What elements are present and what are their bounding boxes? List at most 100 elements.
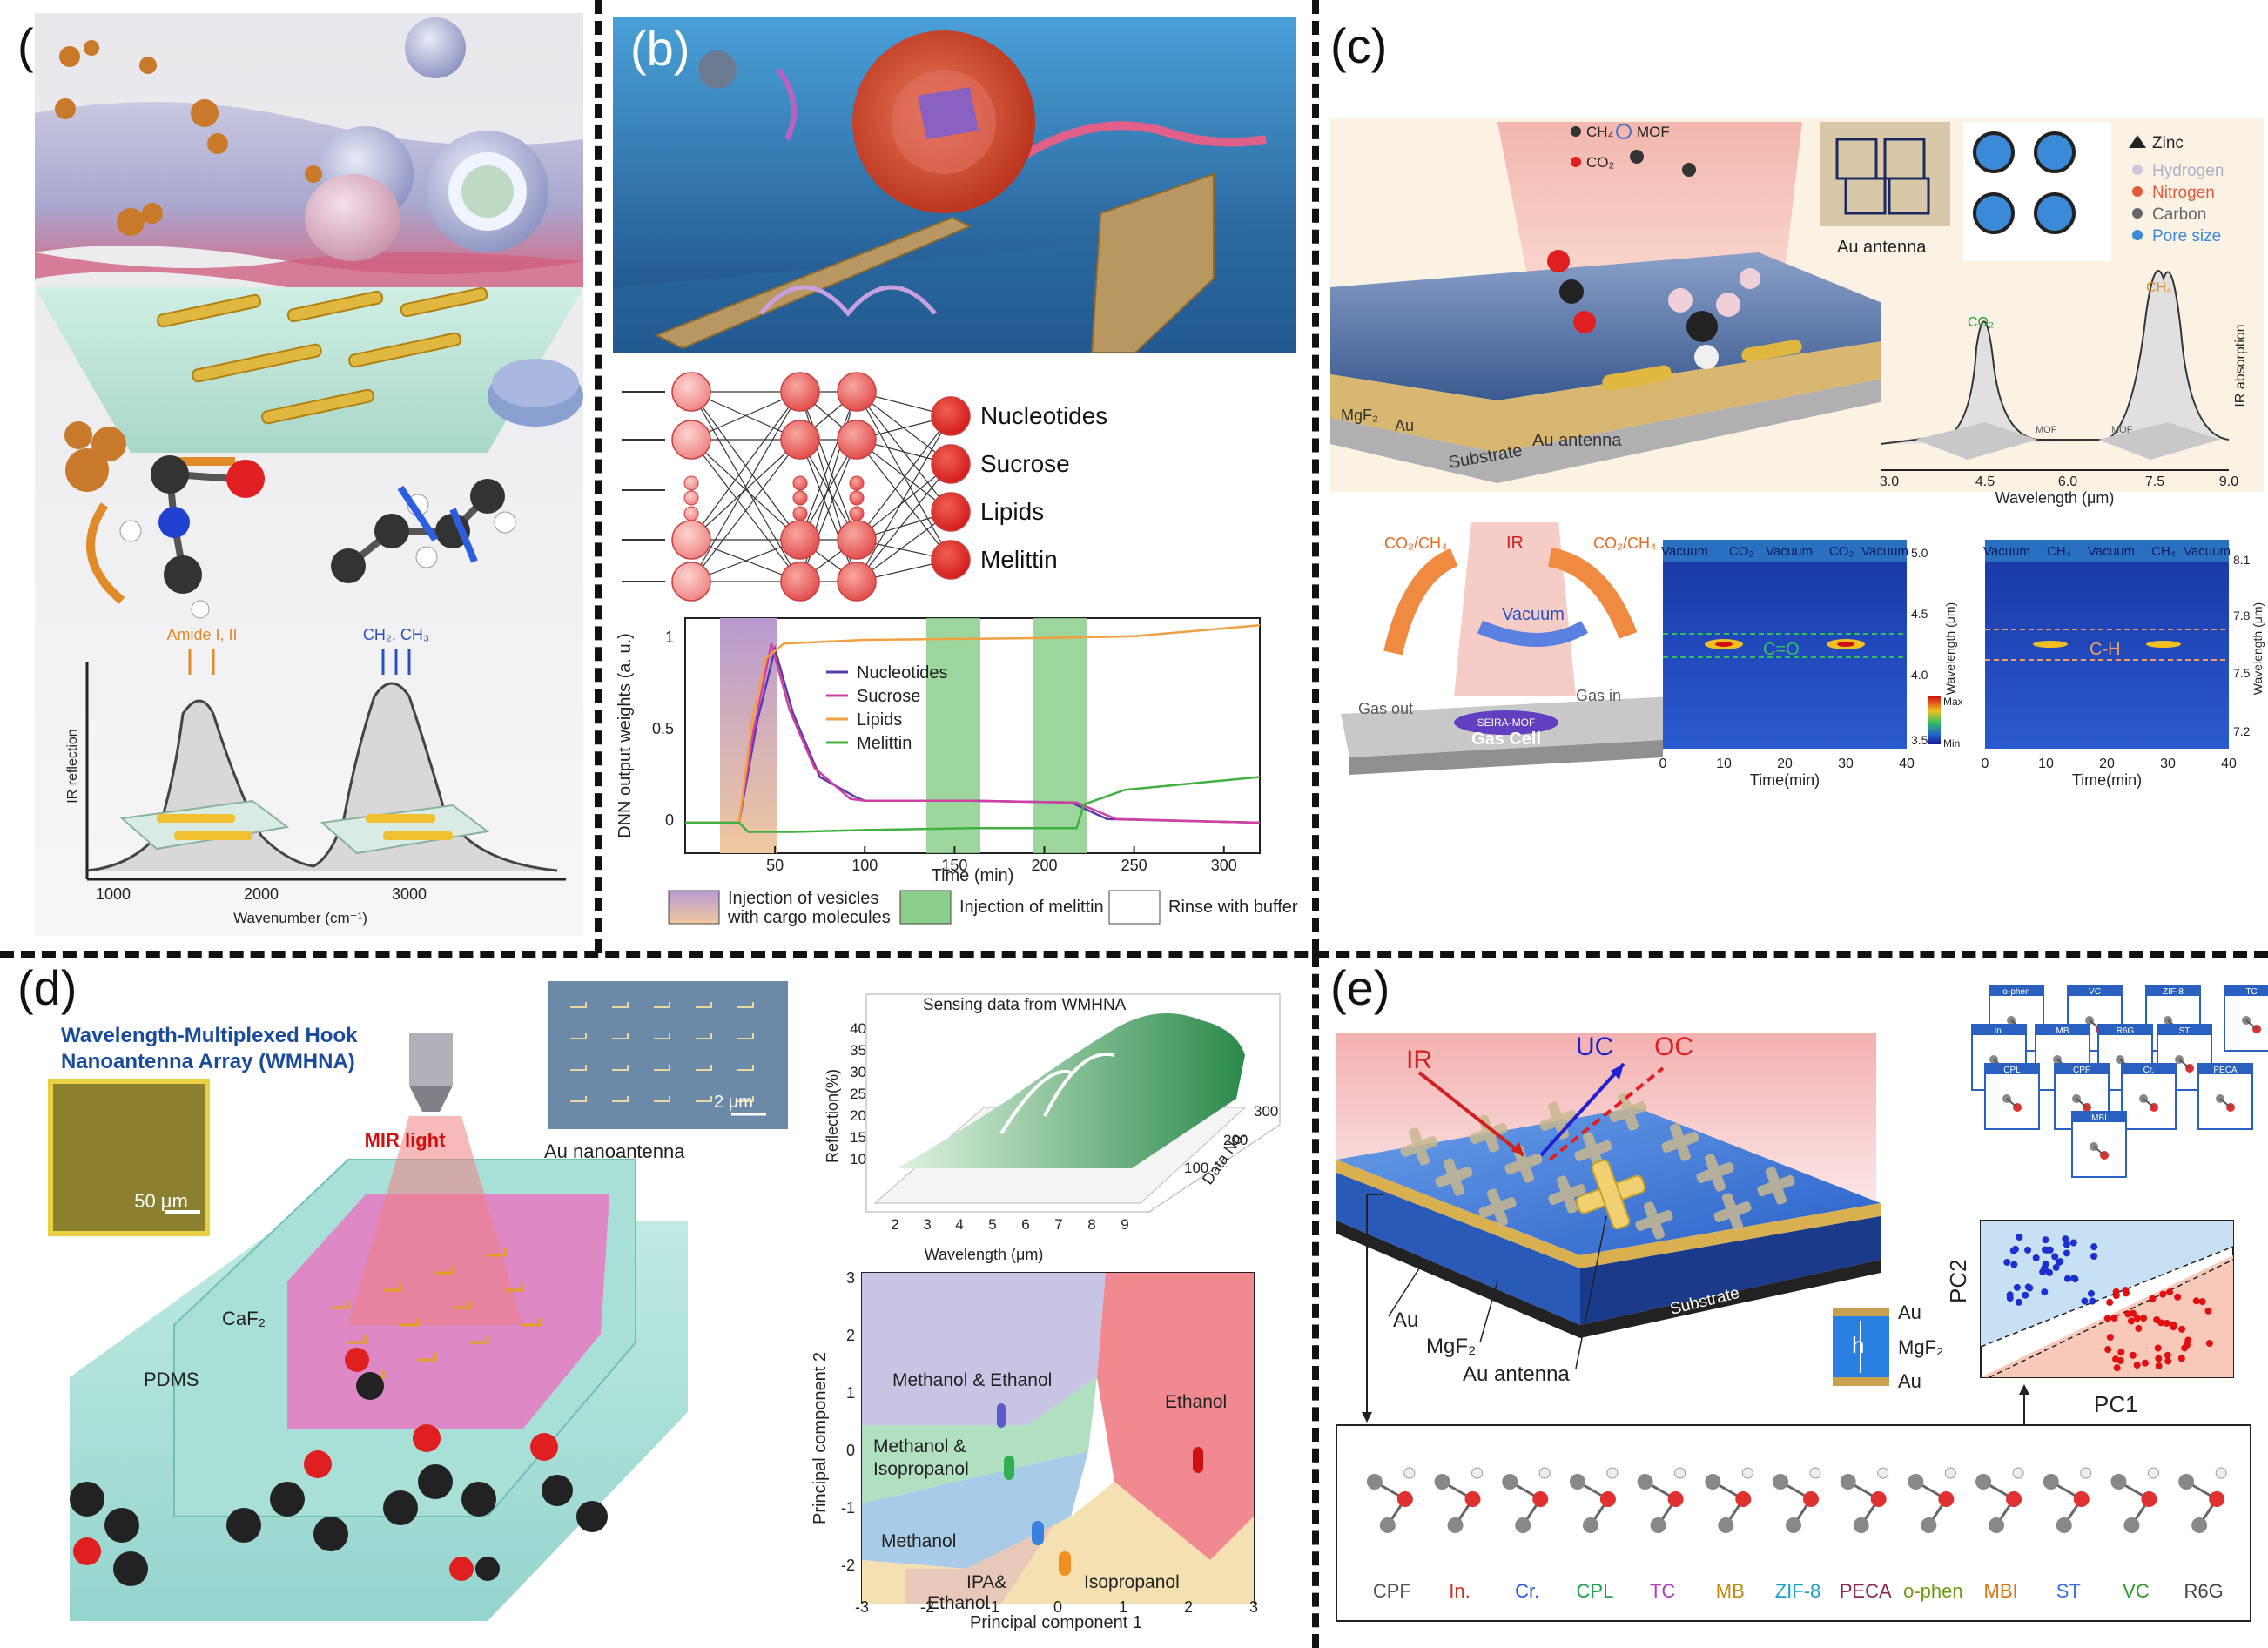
- cross-antenna: [1635, 1201, 1673, 1240]
- molecule-name: VC: [2123, 1580, 2150, 1602]
- pca-ytick: 0: [846, 1442, 855, 1459]
- panel-e: (e) IR UC OC Au M: [1323, 959, 2268, 1648]
- surf-xtick: 9: [1121, 1216, 1128, 1233]
- map2-ytick: 7.5: [2233, 666, 2251, 680]
- molecule-card: Cr.: [2121, 1063, 2177, 1130]
- cross-antenna: [1574, 1132, 1612, 1170]
- map2-xtick: 0: [1982, 757, 1989, 771]
- molecule-card: MBI: [2071, 1111, 2127, 1178]
- cross-antennas: [1400, 1093, 1795, 1240]
- nn-output-melittin: Melittin: [980, 546, 1058, 573]
- molecule-name: MB: [1716, 1580, 1745, 1602]
- library-molecule: ZIF-8: [1773, 1467, 1821, 1602]
- ytick-1: 1: [665, 629, 674, 646]
- legend-injection-vesicles-1: Injection of vesicles: [728, 889, 878, 908]
- surf-xtick: 7: [1054, 1216, 1062, 1233]
- map2-top-label: Vacuum: [2184, 544, 2231, 559]
- band-label-ch: CH₂, CH₃: [363, 626, 429, 643]
- pca-classification: PC1 PC2: [1945, 1220, 2234, 1417]
- cross-antenna: [1435, 1158, 1473, 1196]
- map2-top-label: CH₄: [2151, 544, 2176, 559]
- atom-nitrogen: Nitrogen: [2152, 184, 2215, 202]
- legend-sucrose: Sucrose: [857, 687, 920, 706]
- nn-edges: [690, 391, 952, 582]
- stack-au-bottom: Au: [1898, 1370, 1921, 1392]
- cbar-min: Min: [1943, 737, 1960, 750]
- map1-xtick: 20: [1777, 757, 1793, 771]
- molecule-card-title: MBI: [2091, 1113, 2107, 1123]
- nn-node: [837, 372, 877, 412]
- nn-node: [837, 520, 877, 560]
- surf-ztick: 100: [1184, 1160, 1208, 1176]
- legend-injection-vesicles-2: with cargo molecules: [727, 908, 891, 927]
- molecule-card-title: CPF: [2073, 1066, 2090, 1075]
- gas-out: Gas out: [1358, 700, 1413, 717]
- nn-node: [780, 372, 820, 412]
- pca-xtick: -3: [855, 1598, 869, 1616]
- molecule-card: ST: [2157, 1024, 2212, 1091]
- nn-node: [780, 520, 820, 560]
- panel-c: (c) MgF₂ Au: [1323, 0, 2268, 949]
- surf-ztick: 200: [1223, 1132, 1248, 1148]
- surf-ytick: 15: [850, 1129, 866, 1146]
- nn-node-ellipsis: [792, 490, 808, 506]
- library-molecule: PECA: [1840, 1467, 1892, 1602]
- map2-bond: C-H: [2090, 640, 2121, 659]
- sem-caption: Au nanoantenna: [544, 1140, 685, 1162]
- map1-top-label: Vacuum: [1661, 544, 1708, 559]
- pca-ytick: 1: [846, 1384, 855, 1402]
- gas-in: Gas in: [1576, 687, 1621, 704]
- surf-xtick: 4: [955, 1216, 963, 1233]
- panel-c-illustration: MgF₂ Au Substrate Au antenna CH₄ MOF CO₂…: [1330, 118, 2265, 789]
- map1-top-label: CO₂: [1729, 544, 1754, 559]
- map2-top-label: Vacuum: [2088, 544, 2135, 559]
- region-ipa-ethanol-2: Ethanol: [927, 1593, 989, 1613]
- library-molecule: TC: [1637, 1467, 1686, 1602]
- pca-plot: Methanol & Ethanol Ethanol Methanol & Is…: [811, 1269, 1258, 1632]
- map1-xtick: 30: [1838, 757, 1854, 771]
- molecule-card-title: ST: [2179, 1026, 2191, 1036]
- xtick: 250: [1121, 857, 1147, 874]
- divider-vertical-bottom: [1312, 953, 1319, 1648]
- map2-top-label: Vacuum: [1983, 544, 2030, 559]
- map1-xtick: 0: [1659, 757, 1667, 771]
- spec-ylabel: IR absorption: [2233, 324, 2248, 407]
- nn-node-ellipsis: [792, 506, 808, 521]
- surf-xtick: 8: [1087, 1216, 1095, 1233]
- cross-antenna: [1696, 1154, 1734, 1192]
- surf-xtick: 2: [891, 1216, 898, 1233]
- library-molecule: MBI: [1975, 1467, 2024, 1602]
- library-molecule: In.: [1434, 1467, 1484, 1602]
- panel-e-illustration: IR UC OC Au MgF₂ Au antenna Substrate Au…: [1336, 985, 2268, 1622]
- panel-d: (d) Wavelength-Multiplexed Hook Nanoante…: [0, 959, 1306, 1648]
- nn-node: [931, 396, 971, 436]
- molecule-card-title: o-phen: [2002, 987, 2029, 997]
- map1-xtick: 10: [1716, 757, 1732, 771]
- label-mir-light: MIR light: [365, 1129, 447, 1151]
- xtick: 150: [941, 857, 967, 874]
- map1-top-label: Vacuum: [1766, 544, 1813, 559]
- molecule-card-title: CPL: [2003, 1066, 2021, 1075]
- nn-node-ellipsis: [683, 490, 699, 506]
- tick-3000: 3000: [392, 885, 427, 903]
- molecule-card: CPL: [1984, 1063, 2040, 1130]
- layer-au-antenna: Au antenna: [1463, 1362, 1570, 1386]
- nn-nodes: [671, 372, 971, 602]
- mim-stack: Au h MgF₂ Au: [1833, 1302, 1944, 1392]
- molecule-name: PECA: [1840, 1580, 1892, 1602]
- map1-xtick: 40: [1899, 757, 1915, 771]
- divider-vertical-top-left: [595, 0, 602, 953]
- nn-node: [931, 444, 971, 484]
- nn-node-ellipsis: [849, 506, 865, 521]
- scale-2um: 2 μm: [714, 1093, 753, 1112]
- pca-ytick: -2: [841, 1557, 855, 1574]
- molecule-card-title: VC: [2089, 987, 2101, 997]
- spec-xtick: 3.0: [1880, 474, 1899, 489]
- nn-node: [780, 420, 820, 460]
- cross-antenna: [1609, 1093, 1647, 1131]
- gas-ir: IR: [1506, 534, 1524, 553]
- map2-xtick: 40: [2221, 757, 2237, 771]
